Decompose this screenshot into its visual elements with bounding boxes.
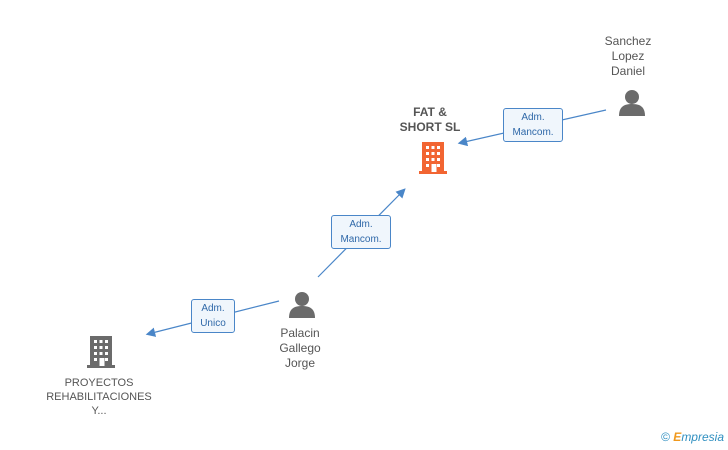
company-name-line3: Y... [91, 405, 107, 417]
company-name-line1: PROYECTOS [64, 377, 134, 389]
company-name-line2: REHABILITACIONES [46, 391, 152, 403]
company-label-proyectos[interactable]: PROYECTOS REHABILITACIONES Y... [44, 376, 154, 418]
brand-logo-rest: mpresia [681, 430, 724, 444]
building-icon-proyectos[interactable] [85, 334, 117, 370]
person-label-sanchez[interactable]: Sanchez Lopez Daniel [596, 34, 660, 79]
relation-type: Adm. [521, 112, 545, 123]
person-name-line3: Jorge [284, 356, 316, 370]
relation-badge-palacin-fat[interactable]: Adm. Mancom. [331, 215, 391, 249]
relation-badge-sanchez-fat[interactable]: Adm. Mancom. [503, 108, 563, 142]
company-name-line2: SHORT SL [399, 120, 461, 134]
person-label-palacin[interactable]: Palacin Gallego Jorge [268, 326, 332, 371]
relation-role: Unico [200, 318, 226, 329]
person-name-line1: Sanchez [604, 34, 652, 48]
person-name-line2: Lopez [611, 49, 645, 63]
person-name-line2: Gallego [279, 341, 321, 355]
copyright-symbol: © [661, 430, 670, 444]
relation-badge-palacin-proyectos[interactable]: Adm. Unico [191, 299, 235, 333]
brand-footer: © Empresia [661, 430, 724, 444]
person-icon-palacin[interactable] [287, 290, 317, 320]
person-icon-sanchez[interactable] [617, 88, 647, 118]
person-name-line3: Daniel [610, 64, 646, 78]
company-label-fat-short[interactable]: FAT & SHORT SL [394, 105, 466, 135]
relation-role: Mancom. [340, 234, 382, 245]
relation-type: Adm. [349, 219, 373, 230]
company-name-line1: FAT & [413, 105, 447, 119]
brand-logo-initial: E [673, 430, 682, 444]
relation-type: Adm. [201, 303, 225, 314]
person-name-line1: Palacin [280, 326, 320, 340]
relation-role: Mancom. [512, 127, 554, 138]
building-icon-main[interactable] [417, 140, 449, 176]
